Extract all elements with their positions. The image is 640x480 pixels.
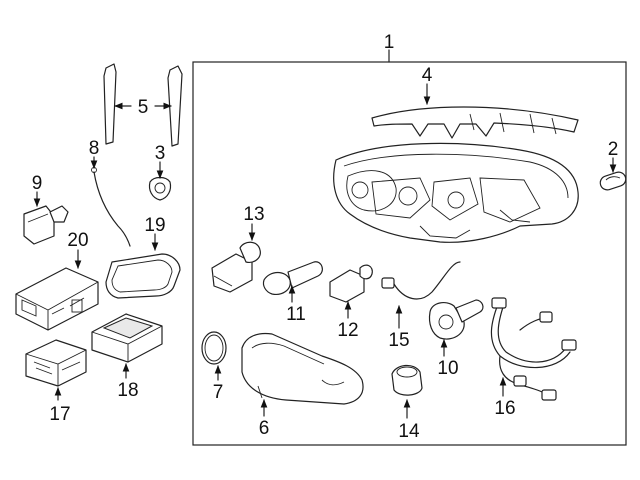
leader-lines <box>33 49 617 419</box>
callout-17[interactable]: 17 <box>49 404 70 425</box>
part-14-socket[interactable] <box>391 364 423 396</box>
callout-2[interactable]: 2 <box>608 139 619 160</box>
part-5-brackets[interactable] <box>103 63 183 147</box>
part-8-adjuster-rod[interactable] <box>91 167 131 247</box>
part-1-headlamp-housing[interactable] <box>333 142 579 243</box>
callout-12[interactable]: 12 <box>337 320 358 341</box>
part-10-bulb[interactable] <box>428 299 484 340</box>
part-15-wire-lead[interactable] <box>381 261 461 300</box>
callout-1[interactable]: 1 <box>384 32 395 53</box>
callout-13[interactable]: 13 <box>243 204 264 225</box>
callout-8[interactable]: 8 <box>89 138 100 159</box>
part-3-clip[interactable] <box>148 176 172 201</box>
part-13-bulb-socket[interactable] <box>211 241 261 293</box>
part-19-gasket[interactable] <box>105 253 181 299</box>
part-11-bulb[interactable] <box>262 261 323 295</box>
part-12-socket[interactable] <box>329 264 373 303</box>
part-17-module[interactable] <box>25 339 87 387</box>
callout-19[interactable]: 19 <box>144 215 165 236</box>
callout-15[interactable]: 15 <box>388 330 409 351</box>
callout-9[interactable]: 9 <box>32 173 43 194</box>
callout-14[interactable]: 14 <box>398 421 420 442</box>
headlamp-assembly-box <box>192 61 627 446</box>
callout-20[interactable]: 20 <box>67 230 88 251</box>
callout-6[interactable]: 6 <box>259 418 270 439</box>
part-18-ballast[interactable] <box>91 313 163 363</box>
part-4-trim-strip[interactable] <box>371 106 579 139</box>
part-20-control-module[interactable] <box>15 267 99 331</box>
callout-10[interactable]: 10 <box>437 358 458 379</box>
part-2-bulb[interactable] <box>598 170 627 191</box>
callout-5[interactable]: 5 <box>138 97 149 118</box>
callout-3[interactable]: 3 <box>155 143 166 164</box>
callout-7[interactable]: 7 <box>213 382 224 403</box>
callout-labels: 1 2 3 4 5 6 7 8 9 10 11 12 13 14 15 16 1… <box>32 32 619 442</box>
part-9-sensor[interactable] <box>23 205 69 245</box>
callout-11[interactable]: 11 <box>286 304 306 325</box>
part-6-cover[interactable] <box>241 332 364 405</box>
callout-4[interactable]: 4 <box>422 65 433 86</box>
part-7-retaining-ring[interactable] <box>201 331 227 365</box>
callout-16[interactable]: 16 <box>494 398 515 419</box>
callout-18[interactable]: 18 <box>117 380 138 401</box>
part-16-wiring-harness[interactable] <box>490 297 577 401</box>
